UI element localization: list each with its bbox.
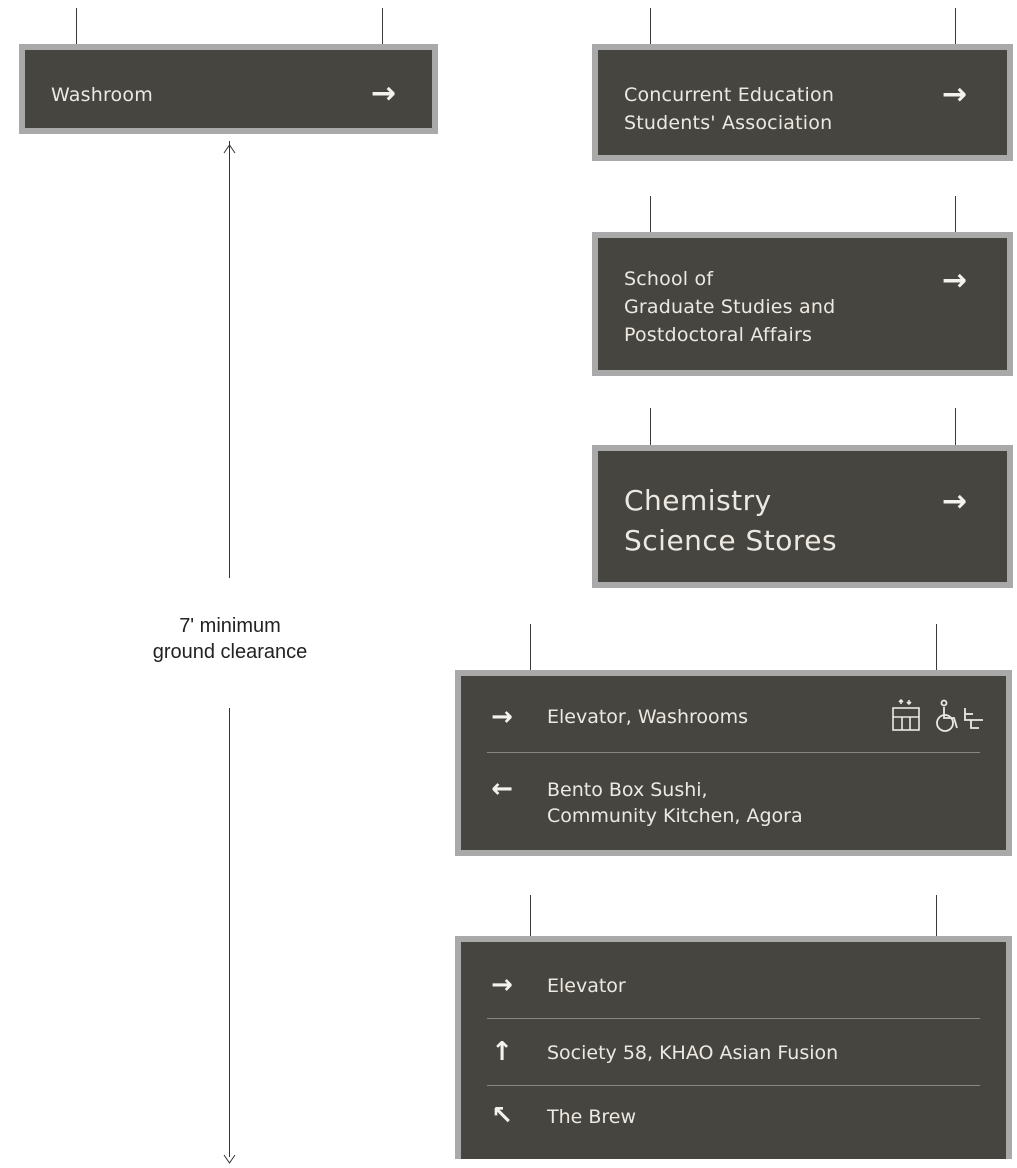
destination-text-line1: Bento Box Sushi, [547, 779, 708, 801]
arrow-right-icon: → [491, 702, 513, 732]
arrow-right-icon: → [491, 970, 513, 1000]
direction-row: → Elevator, Washrooms [487, 704, 980, 734]
destination-text: The Brew [547, 1106, 637, 1128]
elevator-icon [891, 698, 925, 734]
destination-text: Society 58, KHAO Asian Fusion [547, 1042, 839, 1064]
arrow-right-icon: → [942, 484, 968, 519]
arrow-right-icon: → [371, 76, 397, 111]
hanger-rod [530, 895, 531, 936]
arrow-up-icon: ↑ [491, 1037, 513, 1067]
sign-label: Washroom [51, 84, 153, 106]
hanger-rod [936, 624, 937, 670]
dimension-line-lower [229, 708, 230, 1157]
arrow-right-icon: → [942, 77, 968, 112]
arrow-left-icon: ← [491, 774, 513, 804]
dimension-arrowhead-bottom [223, 1149, 236, 1164]
cesa-sign: Concurrent Education Students' Associati… [592, 44, 1013, 161]
direction-row: ↑ Society 58, KHAO Asian Fusion [487, 1039, 980, 1069]
elevator-society-sign: → Elevator ↑ Society 58, KHAO Asian Fusi… [455, 936, 1012, 1159]
destination-text: Elevator [547, 975, 626, 997]
elevator-washrooms-sign: → Elevator, Washrooms ← [455, 670, 1012, 856]
washroom-sign: Washroom → [19, 44, 438, 134]
hanger-rod [955, 196, 956, 232]
destination-text: Elevator, Washrooms [547, 706, 749, 728]
sign-label-line3: Postdoctoral Affairs [624, 324, 813, 346]
sign-label-line1: School of [624, 268, 714, 290]
sign-label-line1: Chemistry [624, 484, 772, 517]
direction-row: ← Bento Box Sushi, Community Kitchen, Ag… [487, 776, 980, 832]
direction-row: ↖ The Brew [487, 1103, 980, 1133]
hanger-rod [530, 624, 531, 670]
dimension-line-upper [229, 141, 230, 578]
hanger-rod [955, 8, 956, 44]
arrow-up-left-icon: ↖ [491, 1101, 513, 1131]
hanger-rod [76, 8, 77, 44]
row-divider [487, 1018, 980, 1019]
sign-label-line2: Students' Association [624, 112, 833, 134]
row-divider [487, 1085, 980, 1086]
hanger-rod [936, 895, 937, 936]
sign-label-line2: Science Stores [624, 524, 838, 557]
clearance-label-line2: ground clearance [152, 641, 308, 663]
arrow-right-icon: → [942, 263, 968, 298]
sign-label-line1: Concurrent Education [624, 84, 835, 106]
clearance-label-line1: 7' minimum [179, 615, 281, 637]
chemistry-sign: Chemistry Science Stores → [592, 445, 1013, 588]
hanger-rod [650, 8, 651, 44]
direction-row: → Elevator [487, 972, 980, 1002]
accessible-washroom-icon [935, 698, 987, 734]
sign-label-line2: Graduate Studies and [624, 296, 836, 318]
hanger-rod [650, 196, 651, 232]
hanger-rod [650, 408, 651, 445]
sgs-sign: School of Graduate Studies and Postdocto… [592, 232, 1013, 376]
destination-text-line2: Community Kitchen, Agora [547, 805, 803, 827]
hanger-rod [382, 8, 383, 44]
row-divider [487, 752, 980, 753]
hanger-rod [955, 408, 956, 445]
